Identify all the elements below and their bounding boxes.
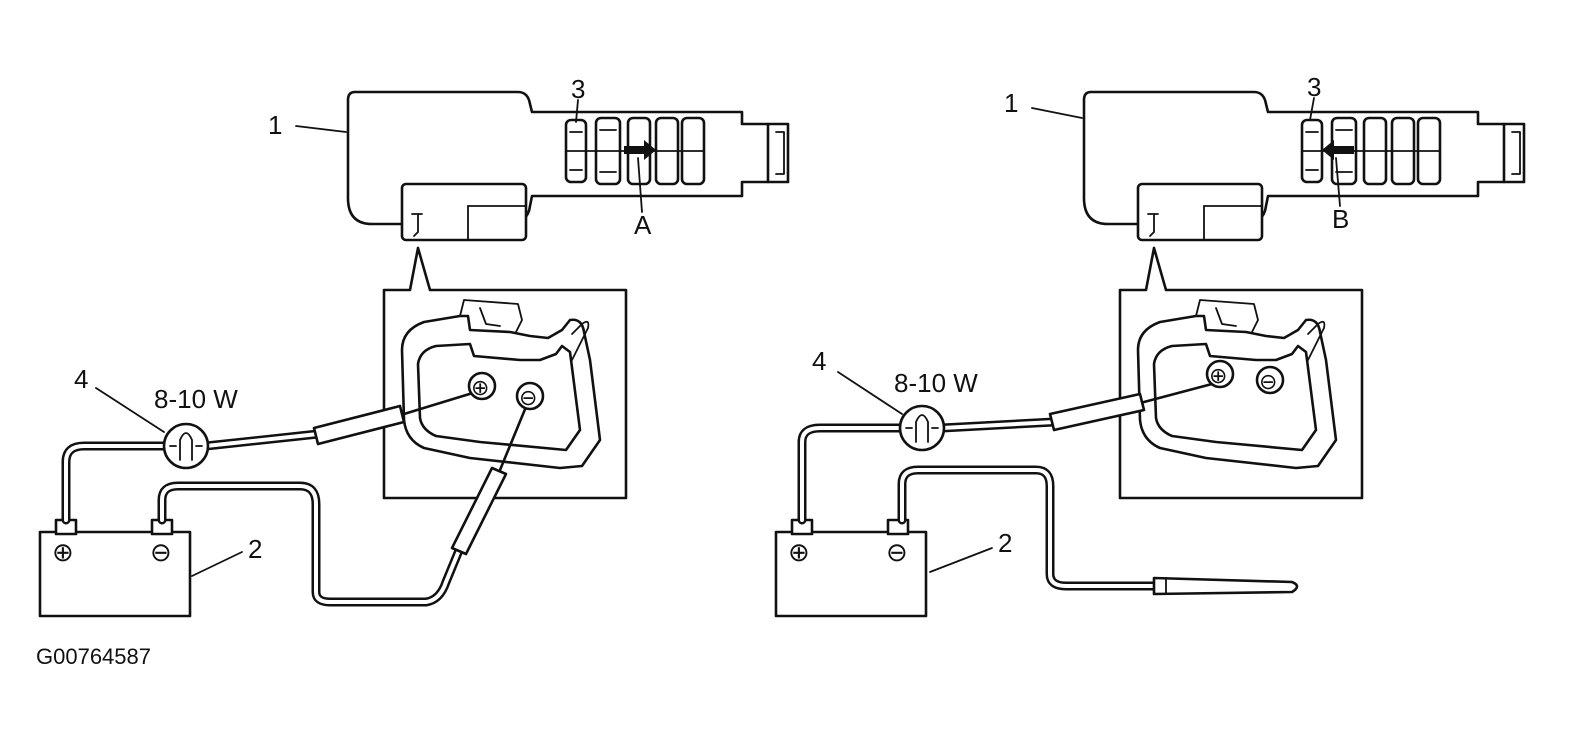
solenoid-valve-left: [346, 90, 790, 242]
battery-right: [774, 518, 928, 618]
callout-4-right: 4: [812, 346, 826, 376]
marker-b-label: B: [1332, 204, 1349, 234]
callout-4-left: 4: [74, 364, 88, 394]
solenoid-valve-right: [1082, 90, 1526, 242]
lamp-rating-right: 8-10 W: [894, 368, 978, 398]
test-lamp-left: [162, 422, 210, 470]
left-diagram: ⊕ ⊖ ⊕ ⊖ 1 3 A 4 8-10 W 2: [38, 74, 790, 618]
connector-plus-left: ⊕: [471, 375, 489, 400]
callout-2-left: 2: [248, 534, 262, 564]
connector-minus-right: ⊖: [1259, 369, 1277, 394]
connector-plus-right: ⊕: [1209, 363, 1227, 388]
callout-1-right: 1: [1004, 88, 1018, 118]
right-diagram: ⊕ ⊖ ⊕ ⊖ 1 3 B 4 8-10 W 2: [774, 72, 1526, 618]
connector-detail-right: [1118, 246, 1364, 500]
marker-a-label: A: [634, 210, 652, 240]
battery-left: [38, 518, 192, 618]
callout-1-left: 1: [268, 110, 282, 140]
callout-3-right: 3: [1307, 72, 1321, 102]
figure-code: G00764587: [36, 644, 151, 669]
battery-plus-right: ⊕: [788, 537, 810, 567]
battery-plus-left: ⊕: [52, 537, 74, 567]
battery-minus-left: ⊖: [150, 537, 172, 567]
arrow-a-icon: [624, 140, 656, 160]
connector-minus-left: ⊖: [519, 385, 537, 410]
arrow-b-icon: [1322, 140, 1354, 160]
callout-2-right: 2: [998, 528, 1012, 558]
callout-3-left: 3: [571, 74, 585, 104]
test-lamp-right: [898, 404, 946, 452]
battery-minus-right: ⊖: [886, 537, 908, 567]
lamp-rating-left: 8-10 W: [154, 384, 238, 414]
